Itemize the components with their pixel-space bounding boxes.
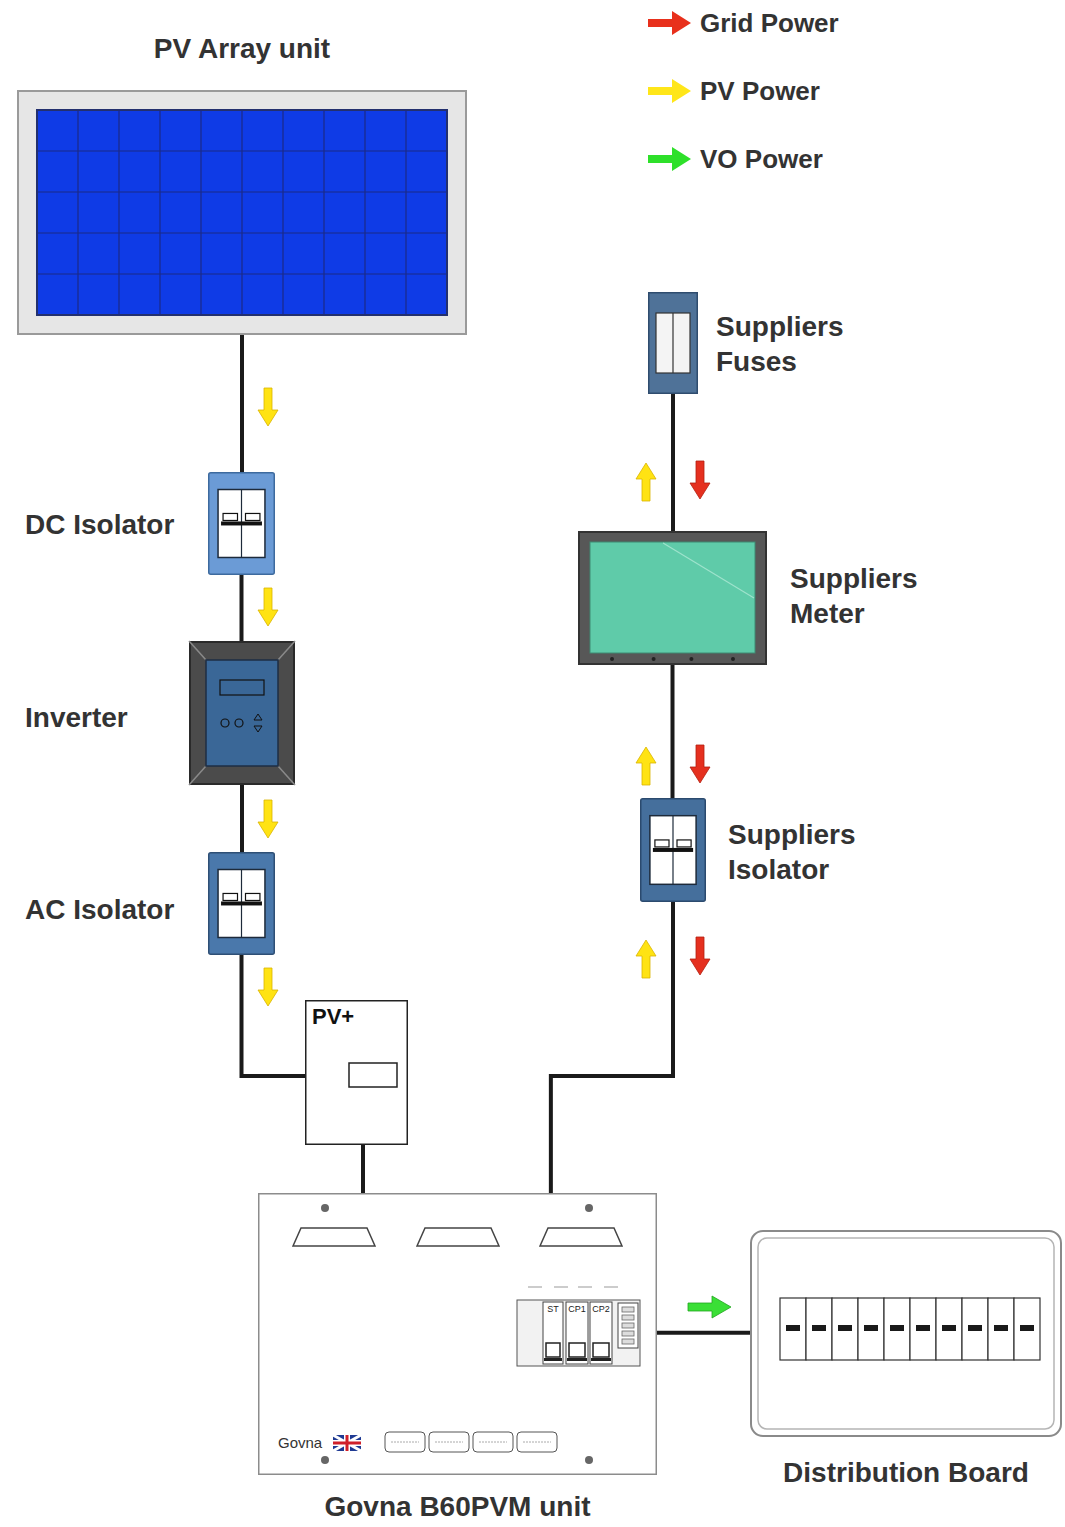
suppliers-isolator-shape <box>640 798 706 902</box>
pv-flow-arrow <box>636 747 656 785</box>
component-label: Suppliers Meter <box>790 561 940 631</box>
pv-plus-box: PV+ <box>305 1000 408 1145</box>
breaker-label: ST <box>541 1304 565 1314</box>
inverter-shape <box>189 641 295 785</box>
distribution-board-shape <box>750 1230 1062 1437</box>
pv-array-panel-shape <box>17 90 467 335</box>
dc-isolator-shape <box>208 472 275 575</box>
component-label: DC Isolator <box>25 508 174 542</box>
legend-item: PV Power <box>648 75 948 107</box>
vo-flow-arrow <box>688 1296 731 1318</box>
legend-arrow-swatch <box>648 7 692 39</box>
component-label: Govna <box>278 1434 322 1452</box>
wire <box>551 902 673 1193</box>
pv-flow-arrow <box>258 588 278 626</box>
component-label: PV Array unit <box>17 32 467 66</box>
component-label: PV+ <box>312 1004 354 1030</box>
pv-flow-arrow <box>258 388 278 426</box>
wire <box>671 665 675 798</box>
component-label: AC Isolator <box>25 893 174 927</box>
legend-text: PV Power <box>700 76 820 106</box>
wire <box>361 1145 365 1193</box>
breaker-label: CP2 <box>589 1304 613 1314</box>
legend-arrow-swatch <box>648 75 692 107</box>
suppliers-fuses: Suppliers Fuses <box>648 292 698 394</box>
pv-flow-arrow <box>258 968 278 1006</box>
component-label: Distribution Board <box>750 1456 1062 1490</box>
legend-item: Grid Power <box>648 7 948 39</box>
pv-array-panel: PV Array unit <box>17 90 467 335</box>
suppliers-fuses-shape <box>648 292 698 394</box>
component-label: Suppliers Isolator <box>728 817 878 887</box>
wire <box>240 785 244 852</box>
suppliers-meter: Suppliers Meter <box>578 531 767 665</box>
grid-flow-arrow <box>690 937 710 975</box>
inverter: Inverter <box>189 641 295 785</box>
component-label: Inverter <box>25 701 128 735</box>
legend-item: VO Power <box>648 143 948 175</box>
wire <box>242 955 306 1076</box>
suppliers-isolator: Suppliers Isolator <box>640 798 706 902</box>
component-label: Suppliers Fuses <box>716 309 866 379</box>
component-label: Govna B60PVM unit <box>258 1490 657 1524</box>
pv-flow-arrow <box>258 800 278 838</box>
grid-flow-arrow <box>690 461 710 499</box>
suppliers-meter-shape <box>578 531 767 665</box>
legend: Grid Power PV Power VO Power <box>0 0 1065 200</box>
legend-text: VO Power <box>700 144 823 174</box>
wire <box>240 335 244 472</box>
legend-text: Grid Power <box>700 8 839 38</box>
govna-unit: Govna B60PVM unitGovna <box>258 1193 657 1475</box>
legend-arrow-swatch <box>648 143 692 175</box>
dc-isolator: DC Isolator <box>208 472 275 575</box>
grid-flow-arrow <box>690 745 710 783</box>
ac-isolator: AC Isolator <box>208 852 275 955</box>
wire <box>671 394 675 531</box>
wire <box>657 1331 750 1335</box>
wire <box>240 575 244 641</box>
breaker-label: CP1 <box>565 1304 589 1314</box>
distribution-board: Distribution Board <box>750 1230 1062 1437</box>
pv-flow-arrow <box>636 463 656 501</box>
pv-flow-arrow <box>636 940 656 978</box>
govna-unit-shape <box>258 1193 657 1475</box>
ac-isolator-shape <box>208 852 275 955</box>
